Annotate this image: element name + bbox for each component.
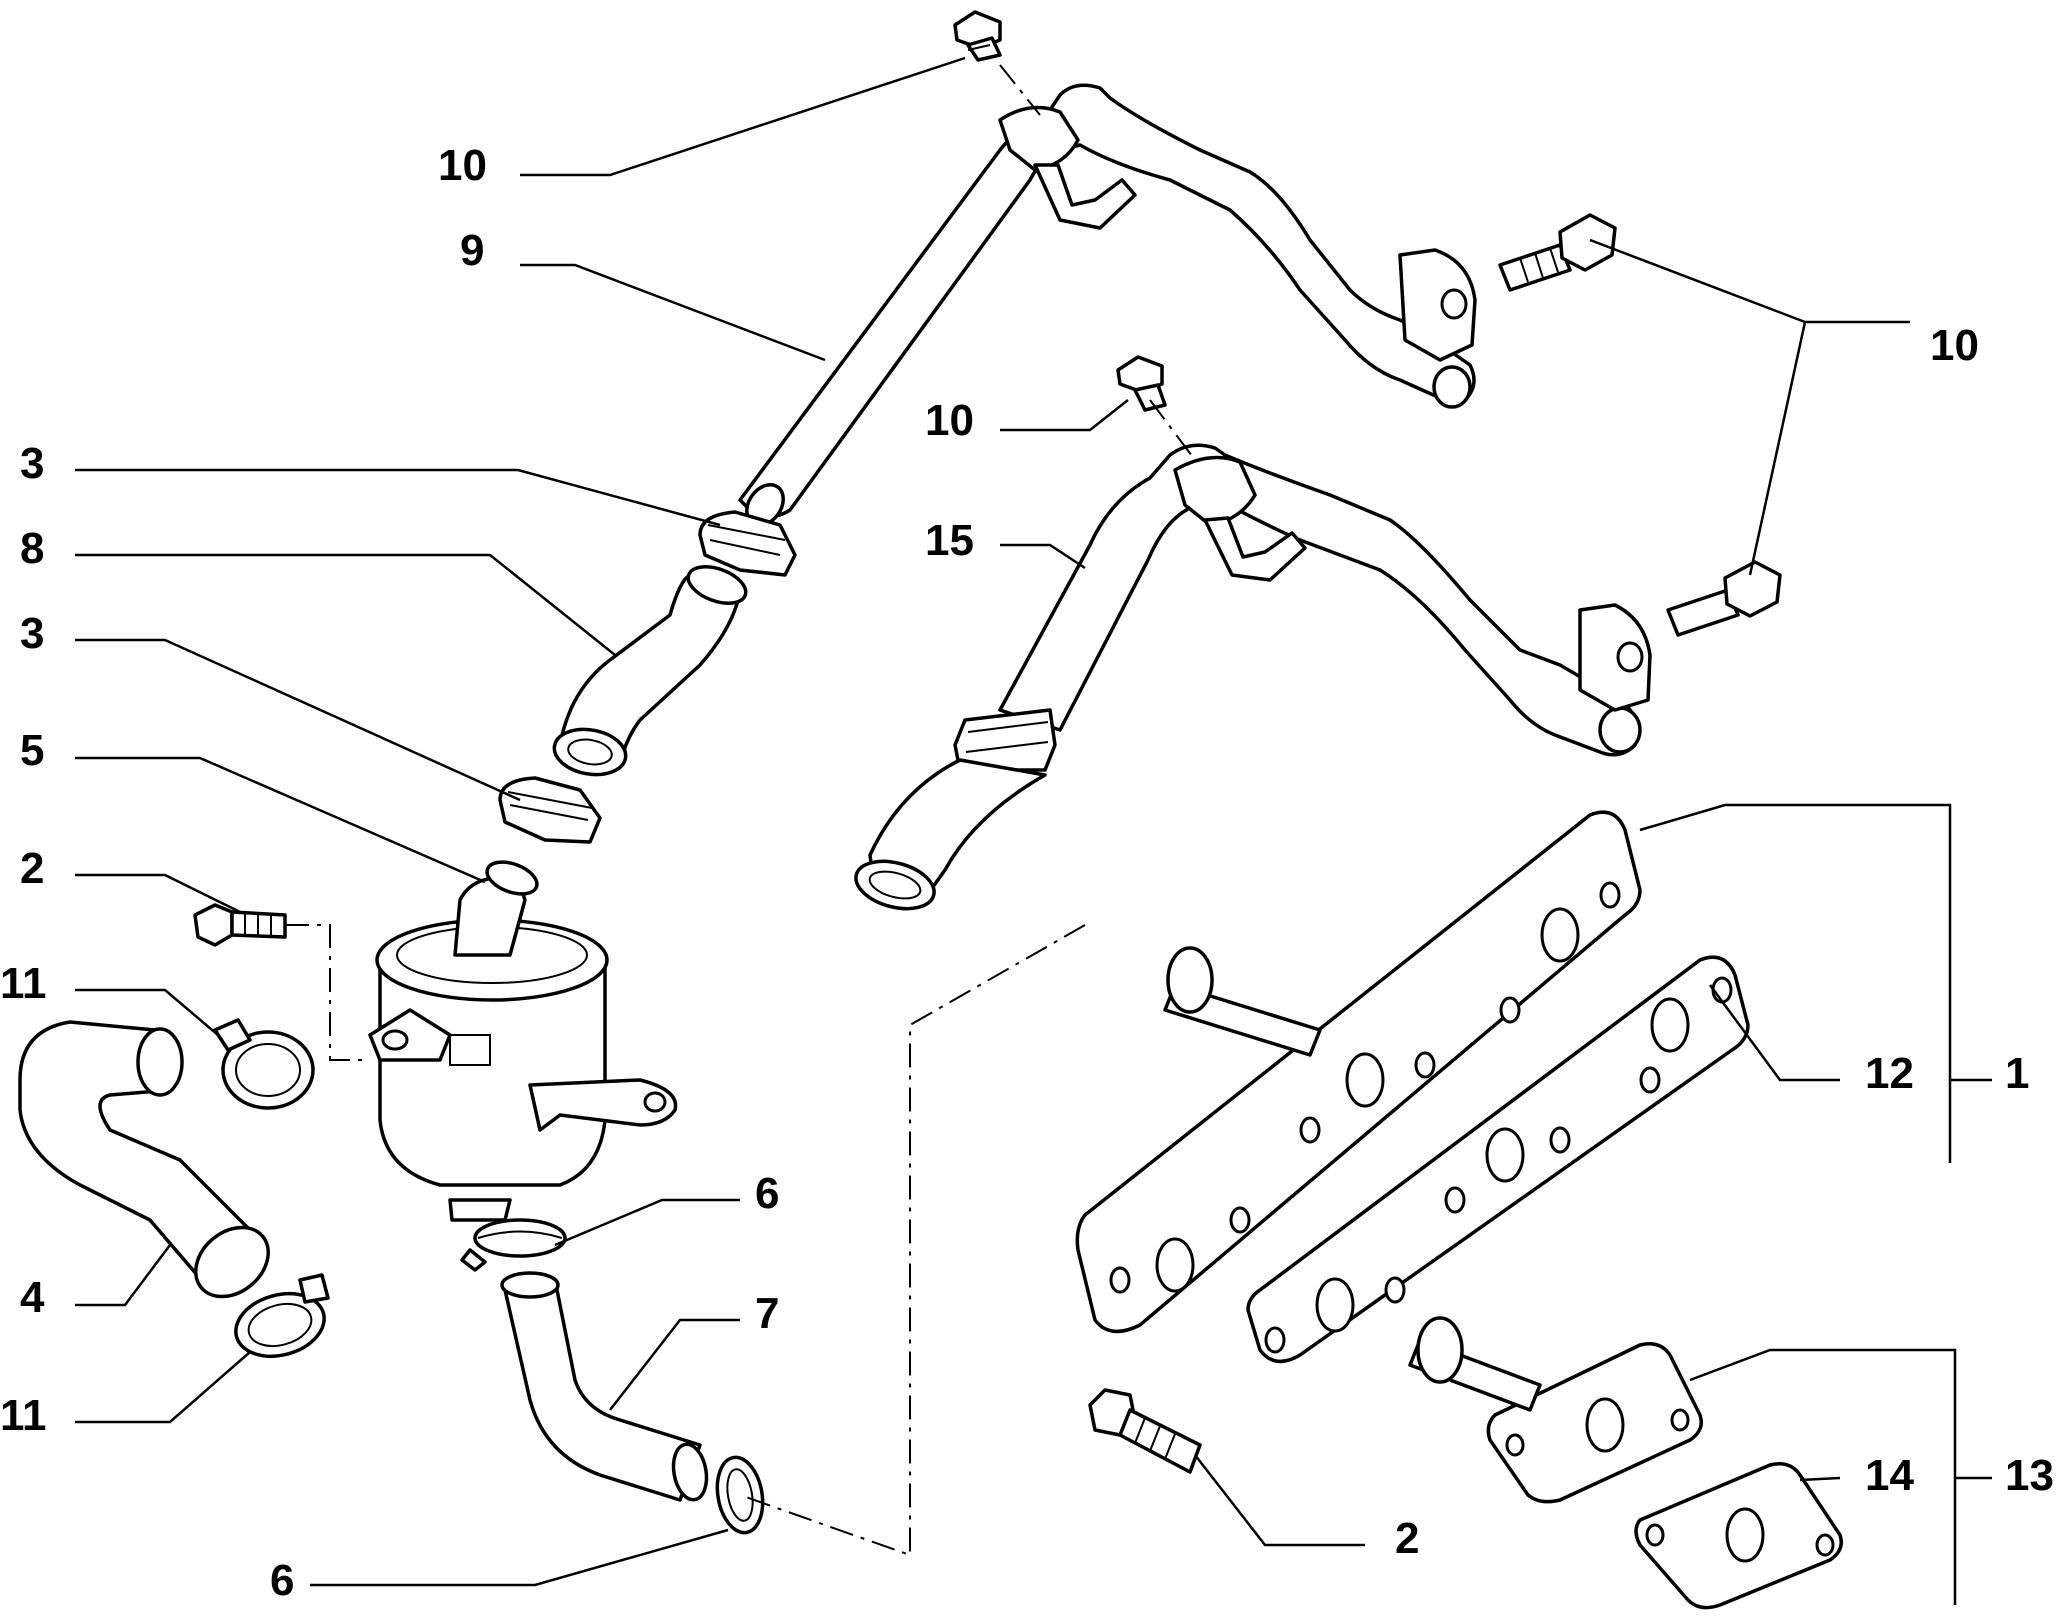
leader-lines bbox=[75, 56, 1992, 1605]
part-10-bolt-mid bbox=[1116, 355, 1167, 412]
part-3-clamp-upper bbox=[698, 510, 797, 577]
part-11-clamp-lower bbox=[234, 1273, 330, 1358]
part-12-plate-upper bbox=[1075, 810, 1642, 1334]
callout-9: 9 bbox=[460, 226, 484, 275]
part-8-hose bbox=[552, 565, 748, 777]
callout-14: 14 bbox=[1865, 1451, 1914, 1500]
part-15-middle-pipe bbox=[854, 443, 1652, 911]
part-5-oil-separator bbox=[368, 860, 678, 1222]
part-6-clamp-lower bbox=[715, 1455, 765, 1535]
callout-13: 13 bbox=[2005, 1451, 2054, 1500]
callout-labels: 10 9 10 10 15 3 8 3 5 2 11 4 11 6 7 6 12… bbox=[0, 141, 2054, 1605]
part-14-gasket bbox=[1634, 1462, 1843, 1610]
callout-1: 1 bbox=[2005, 1049, 2029, 1098]
callout-11-lower: 11 bbox=[0, 1391, 47, 1440]
part-2-bolt-bottom bbox=[1088, 1388, 1202, 1474]
part-7-hose bbox=[500, 1271, 709, 1502]
callout-2-bottom: 2 bbox=[1395, 1514, 1419, 1563]
callout-5: 5 bbox=[20, 726, 44, 775]
callout-8: 8 bbox=[20, 524, 44, 573]
part-9-upper-pipe bbox=[738, 83, 1477, 527]
callout-10-mid: 10 bbox=[925, 396, 974, 445]
callout-10-right: 10 bbox=[1930, 321, 1979, 370]
part-10-bolt-lower-right bbox=[1666, 560, 1782, 637]
callout-10-top: 10 bbox=[438, 141, 487, 190]
callout-3-upper: 3 bbox=[20, 439, 44, 488]
assembly-lines bbox=[285, 64, 1196, 1557]
callout-12: 12 bbox=[1865, 1049, 1914, 1098]
part-4-elbow-hose bbox=[18, 1020, 270, 1299]
callout-6-upper: 6 bbox=[755, 1169, 779, 1218]
part-2-bolt-left bbox=[193, 903, 287, 947]
callout-6-lower: 6 bbox=[270, 1556, 294, 1605]
callout-11-upper: 11 bbox=[0, 959, 47, 1008]
callout-3-lower: 3 bbox=[20, 609, 44, 658]
part-6-clamp-upper bbox=[460, 1218, 567, 1272]
callout-15: 15 bbox=[925, 516, 974, 565]
part-3-clamp-lower bbox=[498, 776, 602, 844]
callout-7: 7 bbox=[755, 1289, 779, 1338]
callout-2-left: 2 bbox=[20, 844, 44, 893]
part-10-bolt-upper-right bbox=[1498, 213, 1617, 292]
part-1-tube bbox=[1163, 946, 1322, 1057]
callout-4: 4 bbox=[20, 1273, 45, 1322]
part-11-clamp-upper bbox=[213, 1018, 315, 1110]
part-10-bolt-top bbox=[953, 10, 1002, 62]
part-13-flange bbox=[1408, 1316, 1703, 1504]
